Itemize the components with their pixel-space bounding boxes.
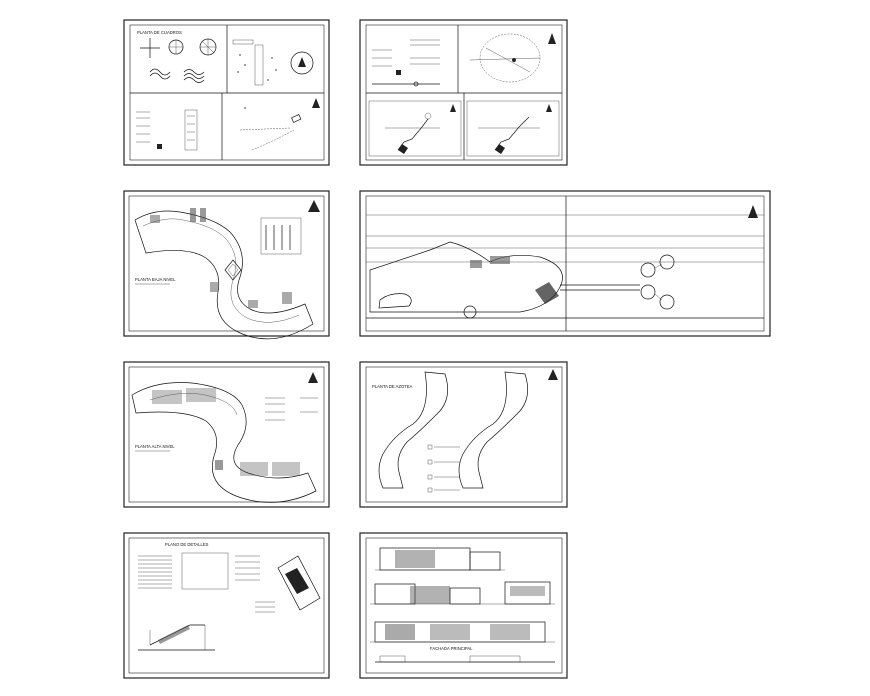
sheet-7-rotated-plan (277, 555, 321, 611)
sheet-5-legend (265, 397, 318, 421)
sheet-3-title: PLANTA BAJA NIVEL (135, 277, 176, 282)
sheet-6-title: PLANTA DE AZOTEA (372, 384, 413, 389)
sheet-4-walkway-nodes (560, 254, 675, 310)
sheet-5-title: PLANTA ALTA NIVEL (135, 444, 175, 449)
sheet-2-site-plan[interactable] (359, 19, 568, 166)
sheet-2-ellipse-route (469, 33, 556, 83)
sheet-3-room-hatches (150, 208, 292, 308)
sheet-4-building-cluster (463, 256, 559, 319)
sheet-3-ground-floor-plan[interactable]: PLANTA BAJA NIVEL (123, 190, 330, 340)
sheet-8-title: FACHADA PRINCIPAL (430, 646, 473, 651)
sheet-7-details-sheet[interactable]: PLANO DE DETALLES (123, 532, 330, 679)
sheet-1-scatter-panel (232, 39, 314, 86)
sheet-7-section-detail (138, 624, 215, 651)
sheet-1-legend-sheet[interactable]: PLANTA DE CUADROS (123, 19, 330, 166)
sheet-2-lower-panels (368, 100, 560, 157)
sheet-6-roof-plan[interactable]: PLANTA DE AZOTEA (359, 361, 568, 508)
sheet-1-title: PLANTA DE CUADROS (137, 30, 182, 35)
north-arrow-icon (308, 372, 318, 383)
sheet-2-legend (372, 39, 440, 87)
sheet-7-detail-box (181, 552, 229, 590)
north-arrow-icon (748, 205, 758, 218)
sheet-7-title: PLANO DE DETALLES (165, 542, 209, 547)
elevation-4 (375, 655, 555, 663)
compass-rose-icon (168, 38, 217, 56)
north-arrow-icon (308, 200, 320, 212)
north-arrow-icon (548, 369, 558, 380)
sheet-1-legend-rows (136, 109, 198, 151)
elevation-2 (370, 581, 555, 605)
sheet-4-long-site-plan[interactable] (359, 190, 771, 337)
elevation-1 (375, 547, 505, 571)
cross-symbol-icon (140, 38, 160, 58)
elevation-3 (370, 621, 555, 643)
sheet-7-notes (255, 601, 275, 613)
sheet-1-route-diagram (239, 98, 320, 151)
sheet-8-elevations-sheet[interactable]: FACHADA PRINCIPAL (359, 532, 568, 679)
sheet-6-legend (427, 444, 460, 493)
sheet-7-text-blocks (138, 555, 260, 589)
sheet-3-parking-inset (260, 217, 302, 255)
diamond-symbol-icon (224, 259, 242, 281)
sheet-5-upper-floor-plan[interactable]: PLANTA ALTA NIVEL (123, 361, 330, 508)
sheet-5-seating-grid (152, 388, 300, 476)
wave-symbols-icon (149, 68, 205, 83)
